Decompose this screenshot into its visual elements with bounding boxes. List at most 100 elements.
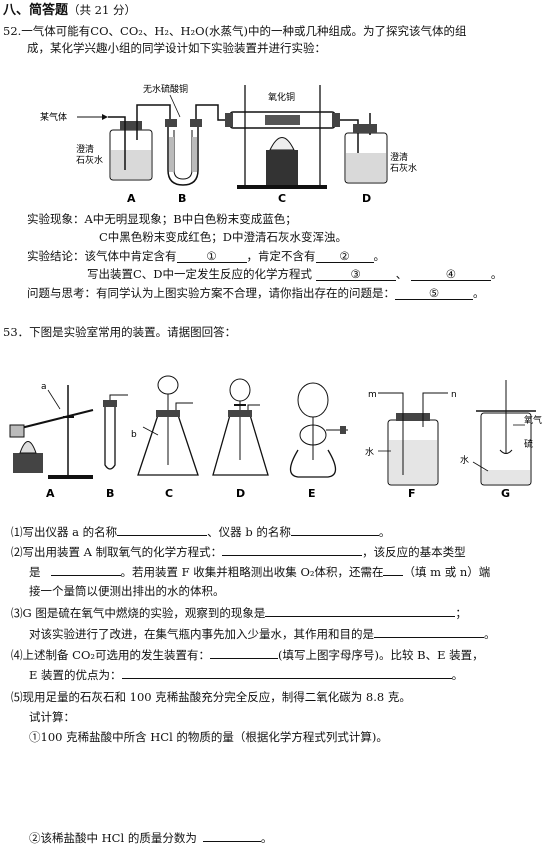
q52-line1: 52.一气体可能有CO、CO₂、H₂、H₂O(水蒸气)中的一种或几种组成。为了探… [3,24,467,38]
problem-prefix: 问题与思考：有同学认为上图实验方案不合理，请你指出存在的问题是： [27,286,395,300]
figure-label-g: G [501,487,510,500]
q53-title: 53．下图是实验室常用的装置。请据图回答： [3,325,237,339]
p2-prefix: ⑵写出用装置 A 制取氧气的化学方程式： [11,545,223,559]
figure-label-a: A [46,487,55,500]
q53-part2-line1: ⑵写出用装置 A 制取氧气的化学方程式： ，该反应的基本类型 [11,545,466,559]
figure-label-d: D [236,487,245,500]
blank-m-or-n[interactable] [383,575,404,576]
u-tube-b [165,104,230,186]
q53-apparatus-figure: a b m [9,375,542,500]
p1-mid: 、仪器 b 的名称 [207,525,291,539]
section-title: 八、简答题 [3,3,69,18]
q53-part1: ⑴写出仪器 a 的名称、仪器 b 的名称。 [11,525,390,539]
figure-label-f: F [408,487,416,500]
gas-in-arrowhead [102,114,108,120]
p4-mid: (填写上图字母序号)。比较 B、E 装置， [278,648,484,662]
blank-e-advantage[interactable] [121,678,452,679]
blank-instrument-a[interactable] [117,535,208,536]
q52-stem: 一气体可能有CO、CO₂、H₂、H₂O(水蒸气)中的一种或几种组成。为了探究该气… [21,24,467,38]
p4-line2-text: E 装置的优点为： [29,668,122,682]
p2-mid: ，该反应的基本类型 [362,545,466,559]
label-n: n [451,390,457,400]
q52-apparatus-figure: 某气体 澄清 石灰水 无水硫酸铜 氧化铜 [40,83,417,205]
limewater-a-label-1: 澄清 [76,143,94,155]
limewater-d-label-1: 澄清 [390,151,408,163]
p4-line2-end: 。 [451,668,464,682]
q52-number: 52. [3,24,22,38]
q53-part2-line3: 接一个量筒以便测出排出的水的体积。 [29,584,225,598]
limewater-d-label-2: 石灰水 [390,162,417,174]
q53-part5-sub1: ①100 克稀盐酸中所含 HCl 的物质的量（根据化学方程式列式计算)。 [29,730,388,744]
q53-part4-line2: E 装置的优点为： 。 [29,668,463,682]
label-a-instrument: a [41,382,47,392]
q53-part3-line1: ⑶G 图是硫在氧气中燃烧的实验，观察到的现象是； [11,606,467,620]
label-water-f: 水 [365,446,374,458]
blank-co2-devices[interactable] [210,658,278,659]
figure-label-c: C [278,192,286,205]
phenomena-line2: C中黑色粉末变成红色；D中澄清石灰水变浑浊。 [99,230,348,244]
phenomena-label: 实验现象： [27,212,85,226]
blank-reaction-type[interactable] [50,575,121,576]
label-b-instrument: b [131,430,137,440]
figure-label-c: C [165,487,173,500]
figure-label-a: A [127,192,136,205]
p3-line2-text: 对该实验进行了改进，在集气瓶内事先加入少量水，其作用和目的是 [29,627,374,641]
answer-blank-2[interactable]: ② [315,250,374,263]
apparatus-b [103,394,128,470]
problem-line: 问题与思考：有同学认为上图实验方案不合理，请你指出存在的问题是：⑤。 [27,286,485,300]
apparatus-a [9,385,94,479]
q52-line2: 成，某化学兴趣小组的同学设计如下实验装置并进行实验： [27,41,326,55]
section-note: （共 21 分） [68,3,136,17]
conclusion-end: 。 [373,249,386,263]
answer-blank-5[interactable]: ⑤ [395,287,473,300]
apparatus-f [378,392,448,486]
label-sulfur: 硫 [524,438,533,450]
p5-sub2-end: 。 [260,831,273,845]
figure-label-b: B [178,192,186,205]
figure-label-b: B [106,487,114,500]
blank-water-purpose[interactable] [374,637,484,638]
equation-period: 。 [490,267,503,281]
label-m: m [368,390,377,400]
reagent-b-label: 无水硫酸铜 [143,83,188,95]
combustion-tube-c [225,85,340,189]
p4-prefix: ⑷上述制备 CO₂可选用的发生装置有： [11,648,210,662]
limewater-a-label-2: 石灰水 [76,154,103,166]
problem-end: 。 [473,286,485,300]
apparatus-c [137,375,199,476]
blank-equation-a[interactable] [222,555,363,556]
p2-line2-mid: 。若用装置 F 收集并粗略测出收集 O₂体积，还需在 [120,565,384,579]
conclusion-prefix: 实验结论：该气体中肯定含有 [27,249,177,263]
q53-part2-line2: 是。若用装置 F 收集并粗略测出收集 O₂体积，还需在（填 m 或 n）端 [29,565,490,579]
apparatus-d [212,378,269,476]
phenomena-line1: 实验现象：A中无明显现象；B中白色粉末变成蓝色； [27,212,297,226]
equation-line: 写出装置C、D中一定发生反应的化学方程式 ③、 ④。 [87,267,502,281]
q53-part5-calc: 试计算： [29,710,75,724]
p1-prefix: ⑴写出仪器 a 的名称 [11,525,118,539]
figure-label-d: D [362,192,371,205]
conclusion-mid: ，肯定不含有 [246,249,316,263]
answer-blank-4[interactable]: ④ [410,268,491,281]
answer-blank-1[interactable]: ① [176,250,247,263]
q53-part4-line1: ⑷上述制备 CO₂可选用的发生装置有： (填写上图字母序号)。比较 B、E 装置， [11,648,484,662]
blank-phenomenon[interactable] [265,616,456,617]
p2-line2-end: （填 m 或 n）端 [403,565,491,579]
figure-label-e: E [308,487,316,500]
gas-in-label: 某气体 [40,111,67,123]
answer-blank-3[interactable]: ③ [315,268,396,281]
label-oxygen: 氧气 [524,414,542,426]
p3-line2-end: 。 [484,627,496,641]
label-water-g: 水 [460,454,469,466]
bottle-d [340,113,388,184]
q53-part3-line2: 对该实验进行了改进，在集气瓶内事先加入少量水，其作用和目的是 。 [29,627,496,641]
equation-comma: 、 [395,267,408,281]
blank-instrument-b[interactable] [290,535,379,536]
bottle-a [108,104,171,181]
apparatus-e [289,382,348,478]
q53-part5-sub2: ②该稀盐酸中 HCl 的质量分数为。 [29,831,272,845]
section-heading: 八、简答题（共 21 分） [3,3,136,18]
p3-prefix: ⑶G 图是硫在氧气中燃烧的实验，观察到的现象是 [11,606,266,620]
blank-mass-fraction[interactable] [202,841,261,842]
q53-part5: ⑸现用足量的石灰石和 100 克稀盐酸充分完全反应，制得二氧化碳为 8.8 克。 [11,690,411,704]
